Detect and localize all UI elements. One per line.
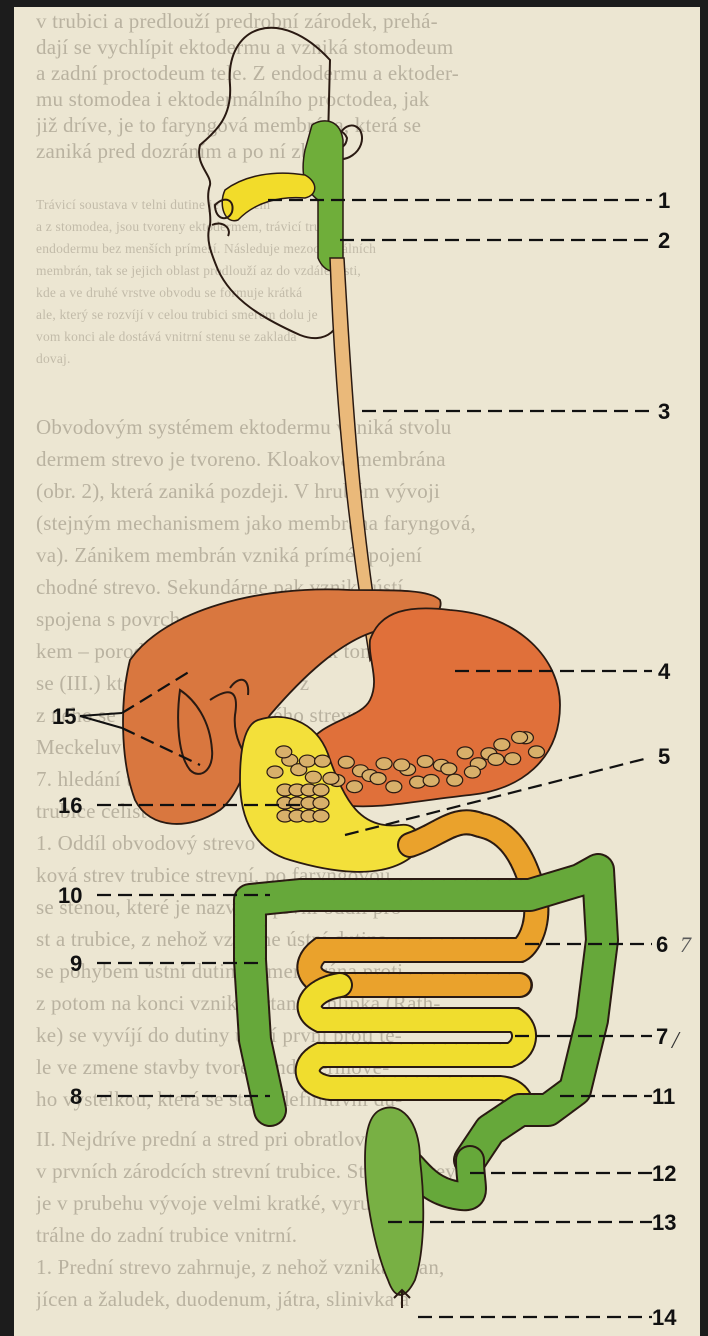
- rectum: [365, 1107, 423, 1295]
- pancreas-lobule: [299, 755, 315, 767]
- pancreas-lobule: [305, 771, 321, 783]
- margin-mark-6: 7: [680, 932, 692, 957]
- margin-mark-7: /: [670, 1028, 681, 1054]
- digestive-system-diagram: 1 2 3 4 5 6 7 7 / 8 9 10 11 12 13 14 15 …: [14, 7, 700, 1336]
- ileum: [308, 985, 524, 1115]
- label-1: 1: [658, 188, 670, 213]
- pancreas-lobule: [464, 766, 480, 778]
- label-4: 4: [658, 659, 671, 684]
- pancreas-lobule: [370, 773, 386, 785]
- label-14: 14: [652, 1305, 677, 1330]
- label-15: 15: [52, 704, 76, 729]
- pancreas-lobule: [313, 784, 329, 796]
- pancreas-lobule: [386, 781, 402, 793]
- pancreas-lobule: [338, 756, 354, 768]
- oral-cavity: [222, 173, 315, 221]
- pancreas-lobule: [313, 810, 329, 822]
- pancreas-lobule: [528, 746, 544, 758]
- label-11: 11: [652, 1084, 675, 1109]
- pancreas-lobule: [376, 758, 392, 770]
- pancreas-lobule: [457, 747, 473, 759]
- pancreas-lobule: [447, 774, 463, 786]
- label-2: 2: [658, 228, 670, 253]
- pancreas-lobule: [512, 731, 528, 743]
- pancreas-lobule: [276, 746, 292, 758]
- pancreas-lobule: [347, 781, 363, 793]
- pancreas-lobule: [488, 753, 504, 765]
- label-5: 5: [658, 744, 670, 769]
- pancreas-lobule: [494, 739, 510, 751]
- pancreas-lobule: [505, 753, 521, 765]
- label-9: 9: [70, 951, 82, 976]
- label-8: 8: [70, 1084, 82, 1109]
- pancreas-lobule: [315, 755, 331, 767]
- pancreas-lobule: [394, 759, 410, 771]
- textbook-page: v trubici a predlouží predrobní zárodek,…: [14, 7, 700, 1336]
- pancreas-lobule: [313, 797, 329, 809]
- label-16: 16: [58, 793, 82, 818]
- pancreas-lobule: [417, 756, 433, 768]
- label-3: 3: [658, 399, 670, 424]
- pancreas-lobule: [441, 763, 457, 775]
- label-10: 10: [58, 883, 82, 908]
- pancreas-lobule: [267, 766, 283, 778]
- pancreas-lobule: [423, 775, 439, 787]
- label-12: 12: [652, 1161, 676, 1186]
- label-6: 6: [656, 932, 668, 957]
- label-13: 13: [652, 1210, 676, 1235]
- label-7: 7: [656, 1024, 668, 1049]
- pancreas-lobule: [323, 772, 339, 784]
